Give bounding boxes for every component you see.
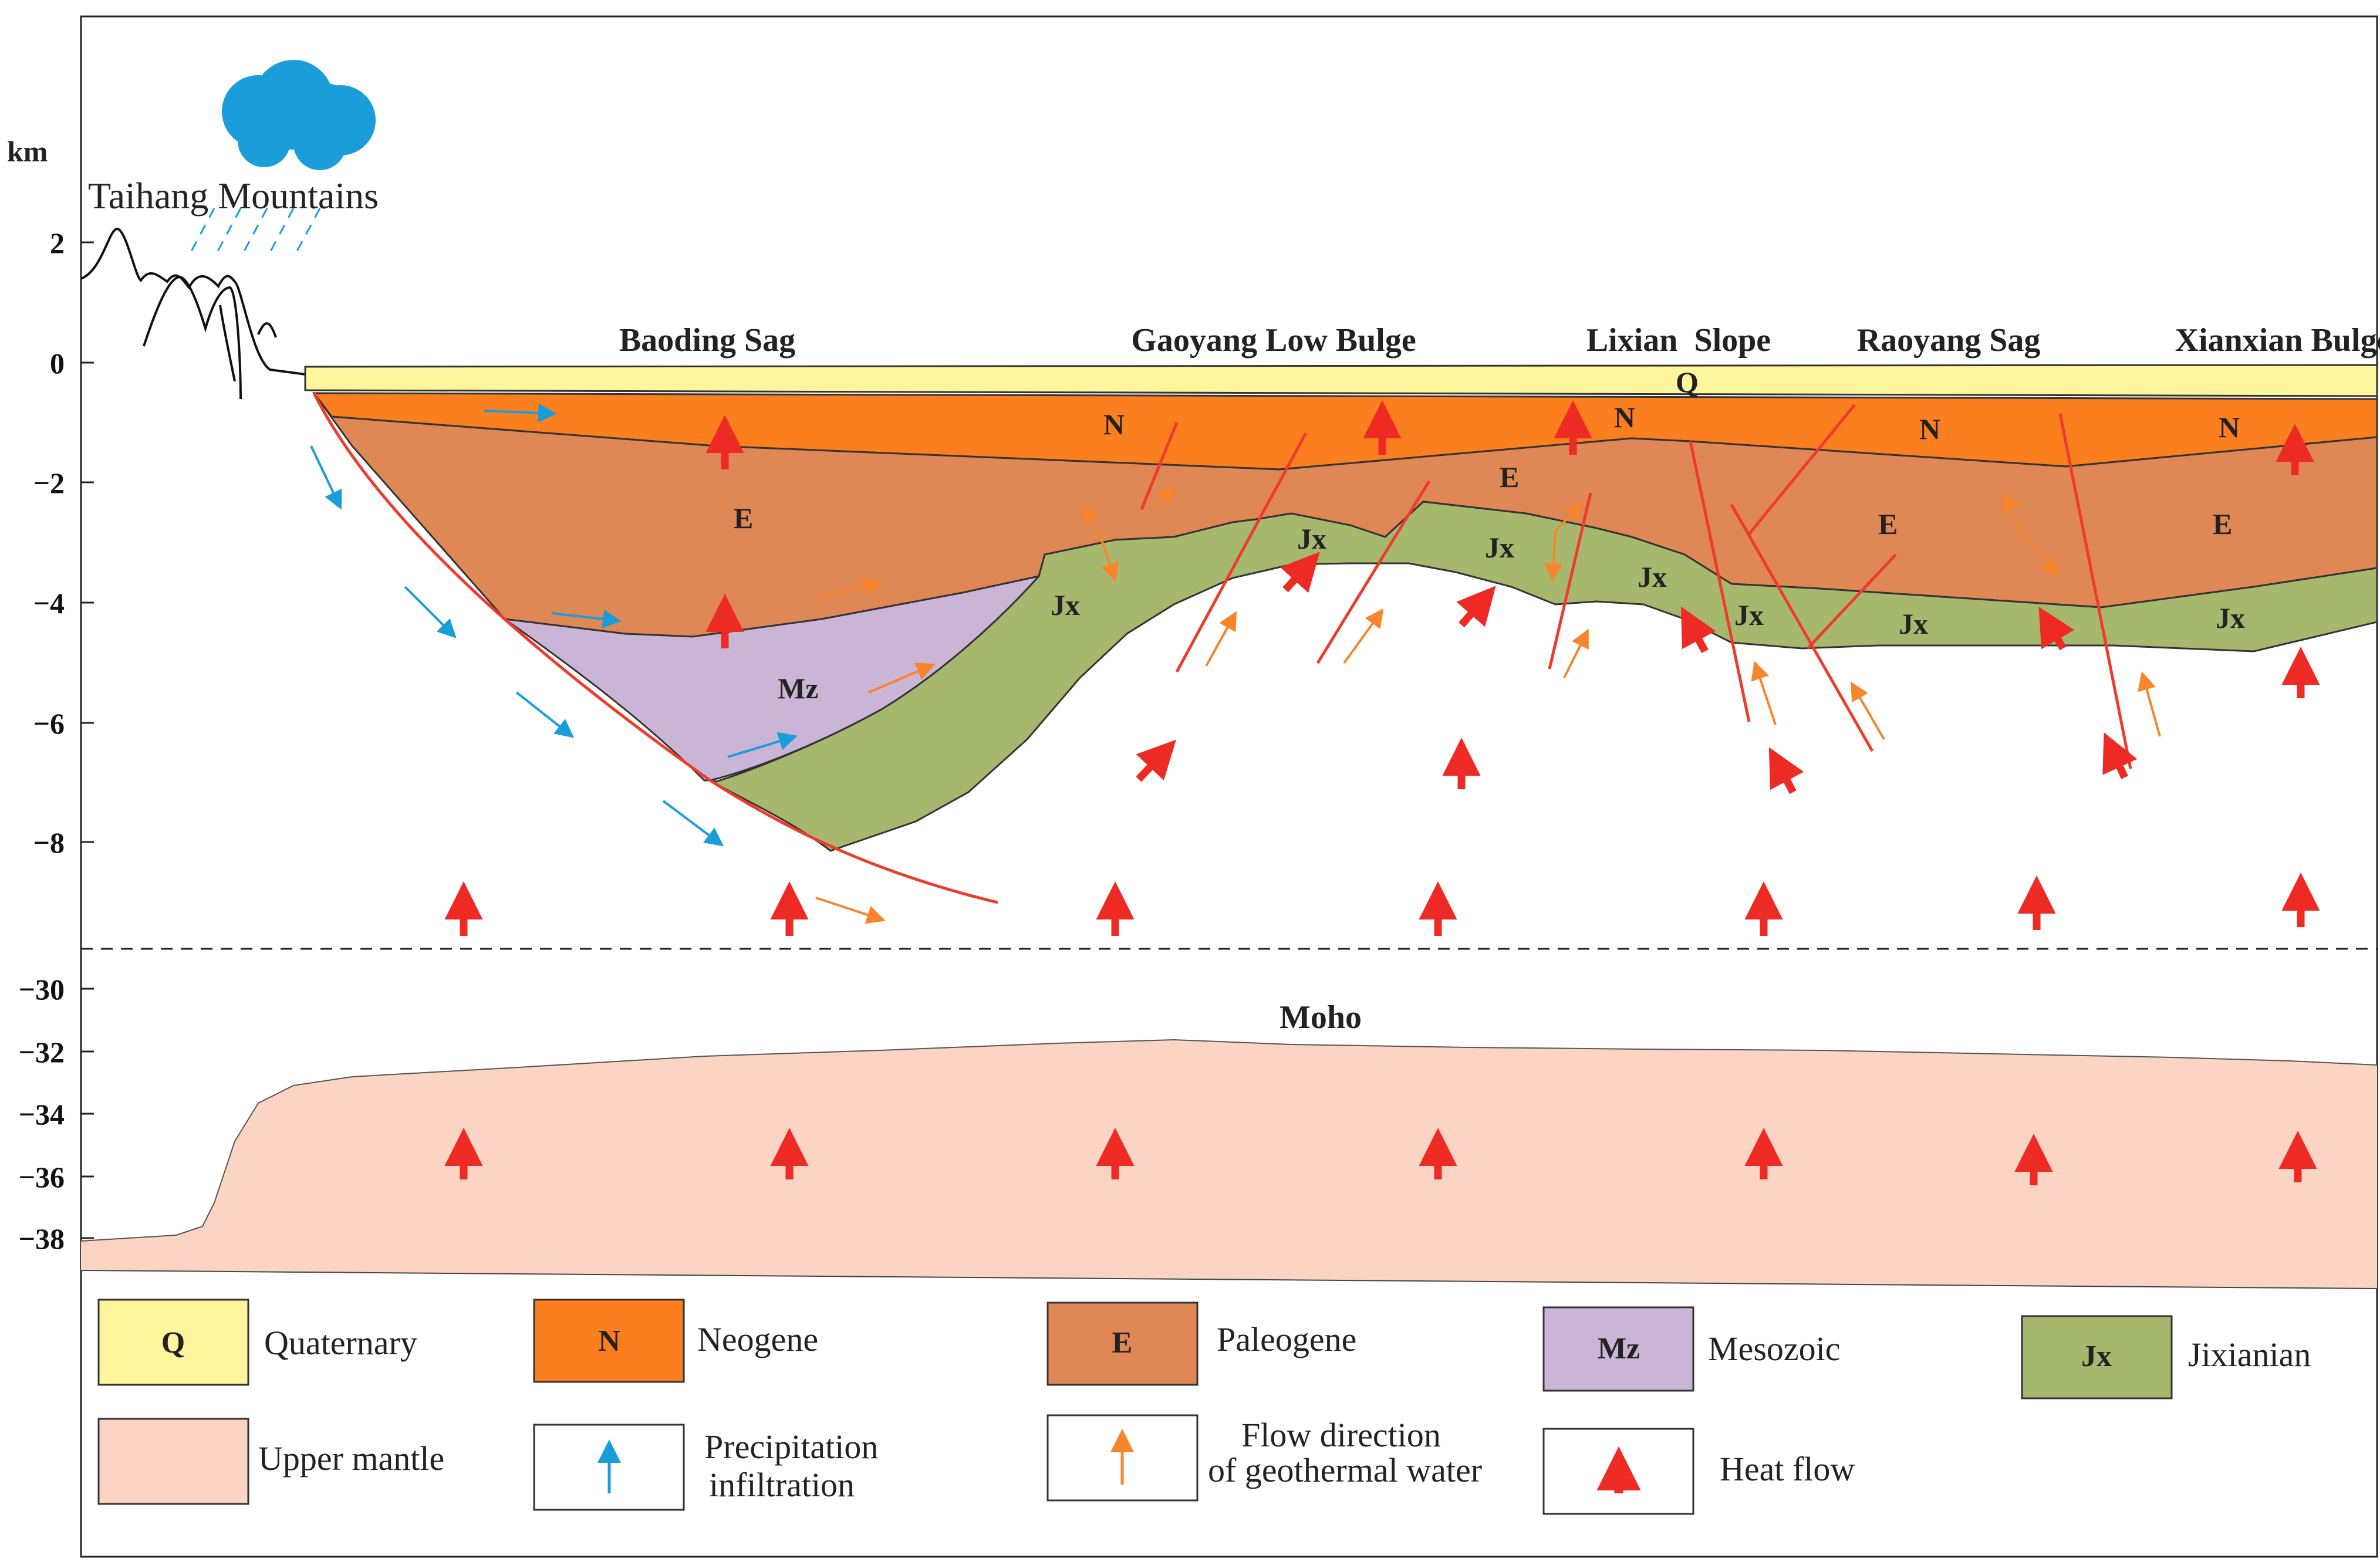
legend-code: N xyxy=(598,1324,620,1358)
unit-label-jixianian: Jx xyxy=(1051,589,1080,621)
legend-item-geothermal-flow: Flow direction of geothermal water xyxy=(1046,1414,1482,1502)
unit-label-neogene: N xyxy=(2219,411,2240,444)
unit-labels: E N N N N Q E E E Mz Jx Jx Jx Jx Jx Jx J… xyxy=(734,366,2245,705)
tick-label: −34 xyxy=(19,1098,65,1131)
tick-label: −36 xyxy=(19,1161,65,1194)
unit-label-jixianian: Jx xyxy=(1297,522,1326,555)
region-labels: Baoding Sag Gaoyang Low Bulge Lixian Slo… xyxy=(619,322,2380,359)
unit-label-paleogene: E xyxy=(1878,508,1898,540)
legend-code: Mz xyxy=(1598,1332,1640,1365)
legend-label: Neogene xyxy=(697,1320,818,1358)
legend-label: Paleogene xyxy=(1217,1320,1356,1358)
legend-item-quaternary: Q Quaternary xyxy=(97,1299,417,1386)
tick-label: −38 xyxy=(19,1222,65,1255)
legend-code: Q xyxy=(161,1326,185,1360)
legend-item-upper-mantle: Upper mantle xyxy=(97,1418,444,1505)
unit-label-jixianian: Jx xyxy=(1485,531,1514,564)
unit-label-mesozoic: Mz xyxy=(778,672,818,705)
geothermal-flow-arrows xyxy=(815,485,2161,924)
unit-label-jixianian: Jx xyxy=(1638,560,1667,593)
upper-axis: 2 0 −2 −4 −6 −8 xyxy=(33,226,94,859)
tick-label: 0 xyxy=(50,347,65,380)
tick-label: −2 xyxy=(33,466,65,499)
mountain-outline xyxy=(80,227,306,400)
legend-item-mesozoic: Mz Mesozoic xyxy=(1542,1306,1841,1392)
legend-item-heat-flow: Heat flow xyxy=(1542,1428,1855,1515)
unit-label-neogene: N xyxy=(1614,401,1635,434)
legend-code: Jx xyxy=(2081,1340,2112,1373)
unit-label-neogene: N xyxy=(1103,408,1125,441)
legend-label: Upper mantle xyxy=(258,1439,444,1478)
tick-label: −30 xyxy=(19,973,65,1006)
legend-label: Jixianian xyxy=(2188,1336,2311,1374)
precipitation-arrows xyxy=(310,403,798,847)
legend-label: Heat flow xyxy=(1720,1450,1855,1488)
y-axis-unit: km xyxy=(7,135,48,168)
mountains-label: Taihang Mountains xyxy=(88,175,379,217)
tick-label: 2 xyxy=(50,226,65,259)
unit-label-quaternary: Q xyxy=(1676,366,1699,398)
lower-axis: −30 −32 −34 −36 −38 xyxy=(19,973,94,1255)
region-label: Gaoyang Low Bulge xyxy=(1131,322,1416,359)
legend-label: Precipitation xyxy=(704,1428,878,1466)
legend-item-paleogene: E Paleogene xyxy=(1046,1301,1356,1386)
region-label: Lixian Slope xyxy=(1586,322,1771,359)
rain-icon xyxy=(190,208,321,253)
tick-label: −8 xyxy=(33,826,65,859)
unit-label-jixianian: Jx xyxy=(1899,607,1928,640)
cloud-icon xyxy=(222,60,376,170)
moho-boundary xyxy=(80,1039,2378,1242)
moho-label: Moho xyxy=(1280,999,1362,1036)
unit-label-jixianian: Jx xyxy=(1734,599,1764,631)
tick-label: −4 xyxy=(33,587,65,620)
quaternary-layer xyxy=(304,364,2378,397)
mantle-heat-flow-arrows xyxy=(444,1128,2317,1185)
unit-label-paleogene: E xyxy=(1500,461,1519,493)
legend-code: E xyxy=(1112,1326,1133,1360)
unit-label-neogene: N xyxy=(1919,413,1940,445)
upper-mantle-layer xyxy=(81,1040,2377,1289)
legend-label: infiltration xyxy=(709,1466,855,1504)
legend: Q Quaternary N Neogene E Paleogene Mz Me… xyxy=(97,1299,2311,1515)
tick-label: −32 xyxy=(19,1036,65,1069)
legend-label: Flow direction xyxy=(1241,1416,1441,1454)
legend-item-neogene: N Neogene xyxy=(533,1299,818,1383)
legend-label: Quaternary xyxy=(264,1324,417,1362)
unit-label-jixianian: Jx xyxy=(2216,601,2245,634)
legend-item-precipitation: Precipitation infiltration xyxy=(533,1424,878,1511)
boundary-fault-line xyxy=(312,392,998,904)
legend-item-jixianian: Jx Jixianian xyxy=(2021,1315,2311,1399)
section-base-line xyxy=(80,1270,2378,1289)
legend-label: Mesozoic xyxy=(1708,1330,1841,1368)
heat-flow-arrows xyxy=(444,400,2320,936)
unit-label-paleogene: E xyxy=(734,502,753,535)
tick-label: −6 xyxy=(33,707,65,740)
legend-label: of geothermal water xyxy=(1208,1451,1482,1489)
region-label: Xianxian Bulge xyxy=(2175,322,2380,359)
fault-lines xyxy=(1140,404,2132,769)
figure-frame xyxy=(80,15,2378,1558)
unit-label-paleogene: E xyxy=(2213,508,2232,540)
region-label: Baoding Sag xyxy=(619,322,795,359)
region-label: Raoyang Sag xyxy=(1857,322,2041,359)
